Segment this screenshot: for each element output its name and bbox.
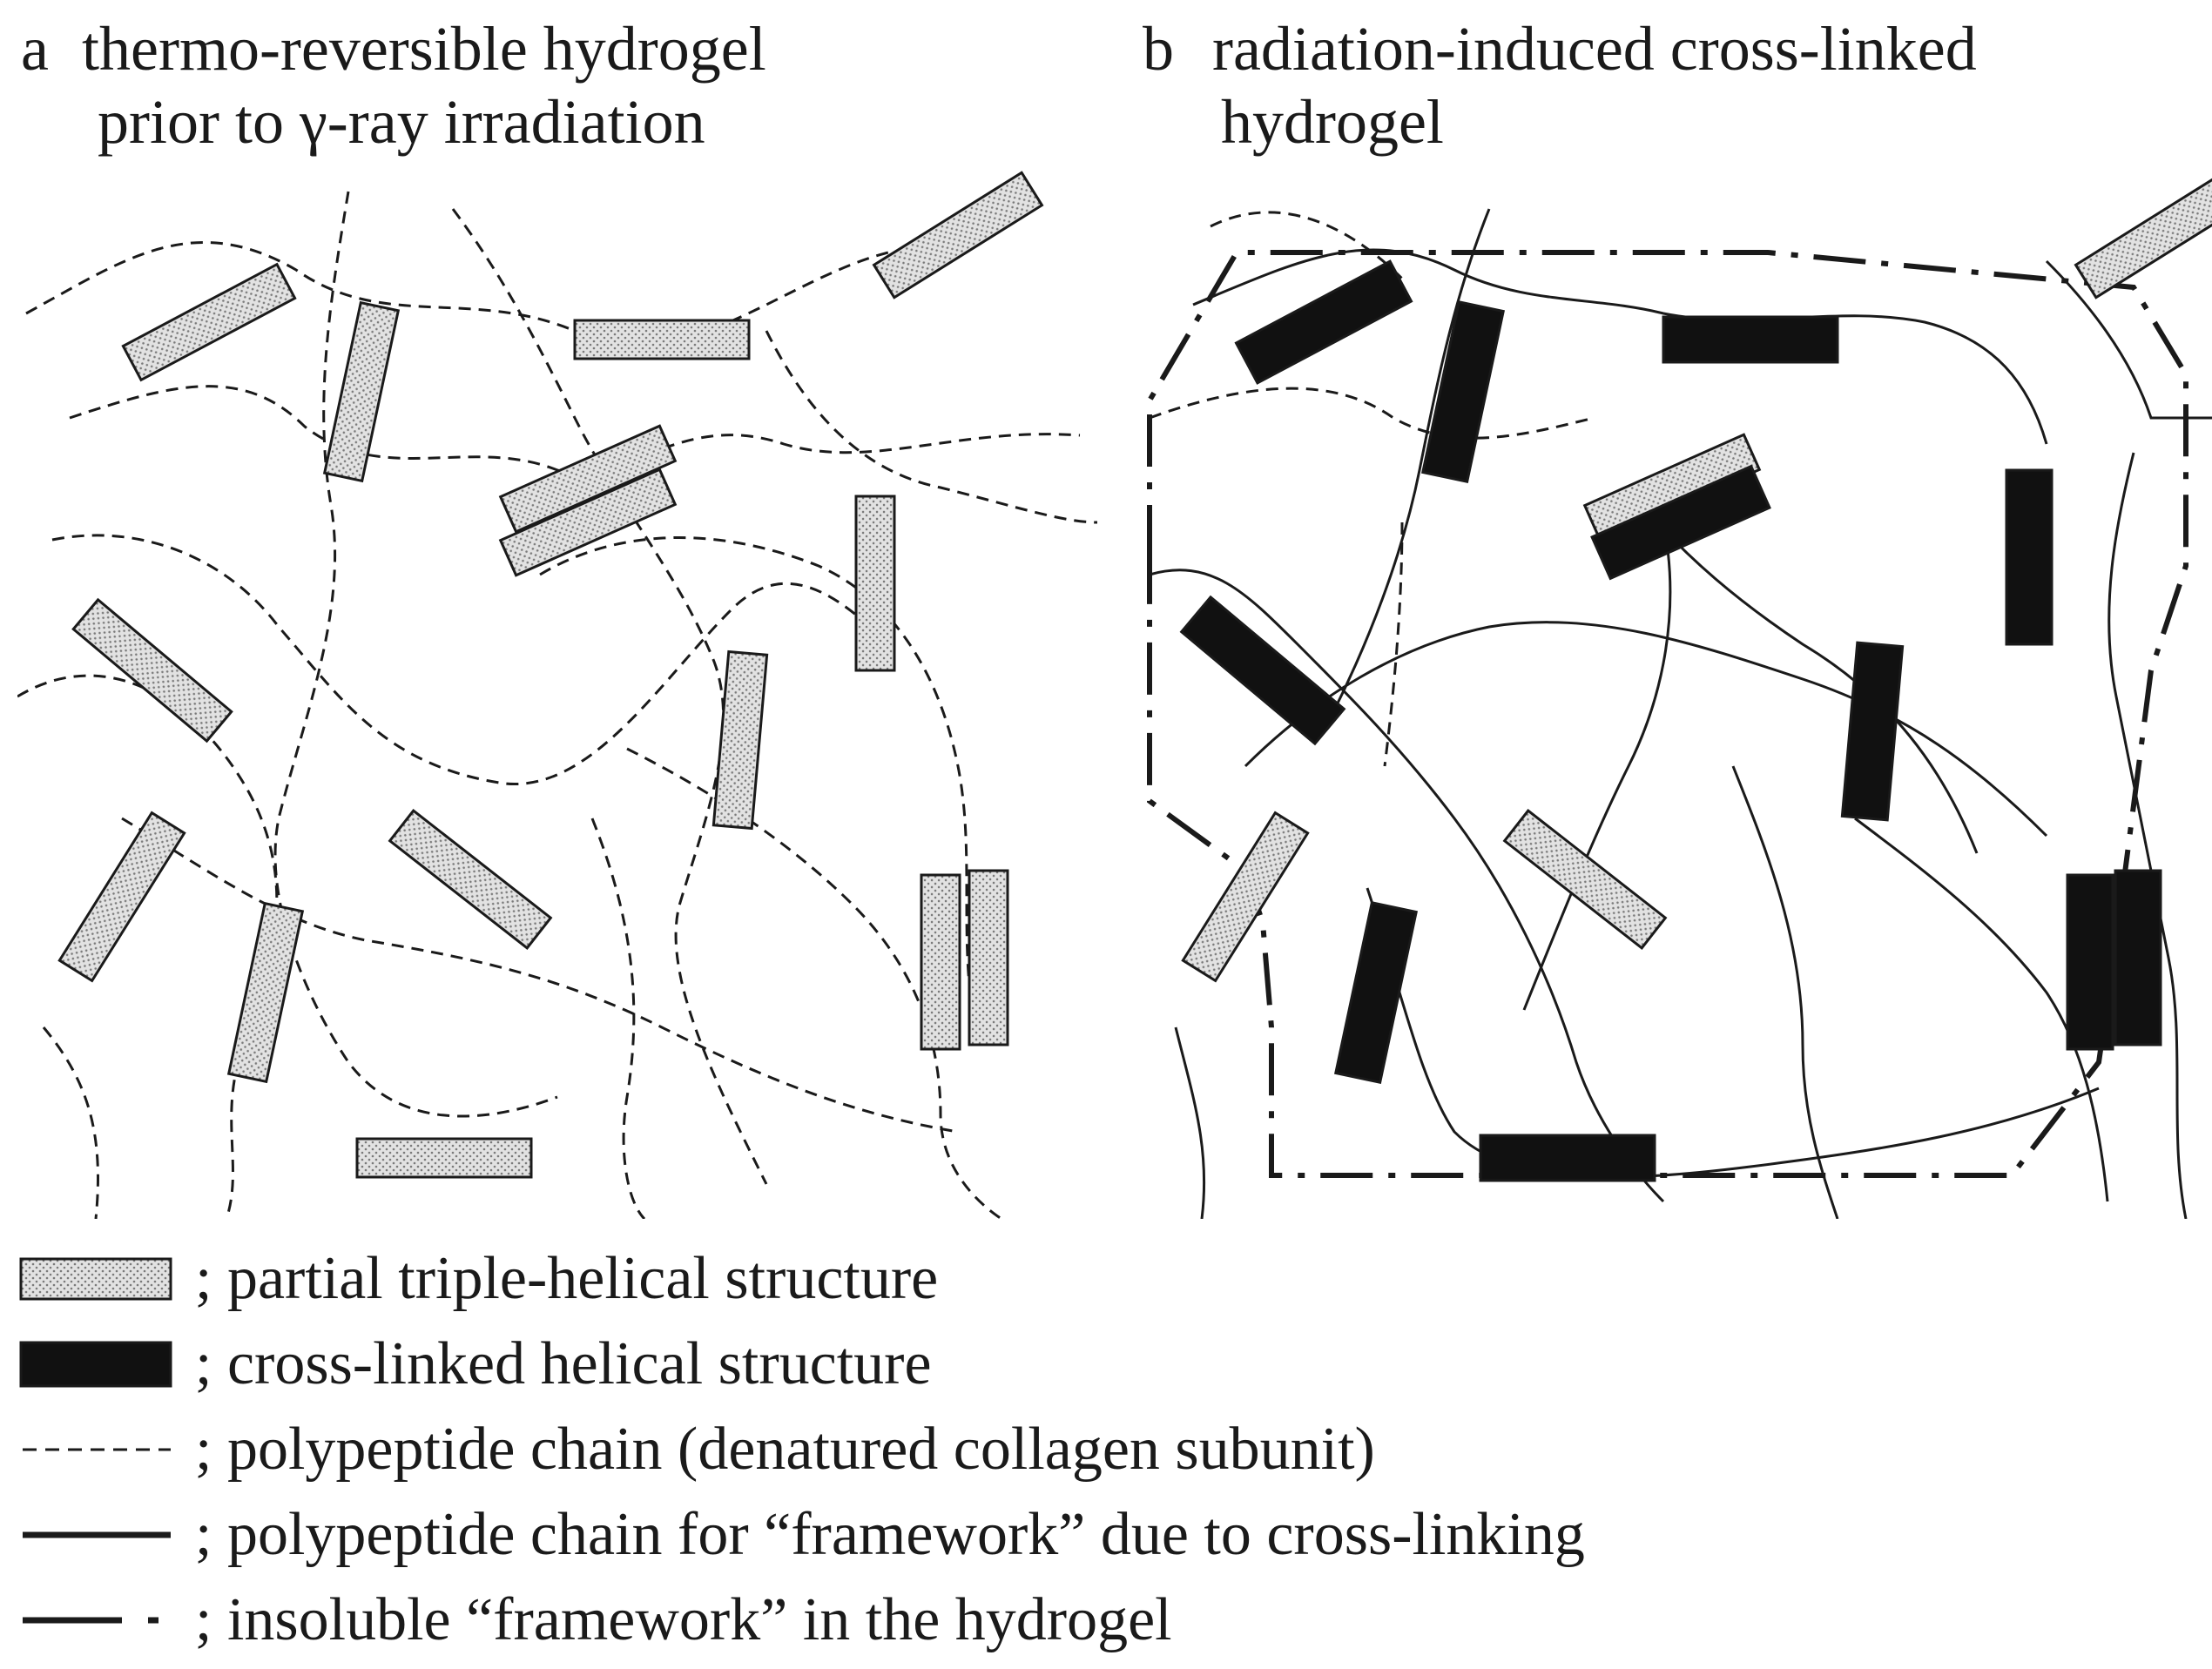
chain-a-4	[17, 674, 279, 1219]
chain-b-solid-4	[1366, 887, 2100, 1179]
chain-b-solid-11	[1854, 817, 2109, 1202]
legend-text: ; polypeptide chain (denatured collagen …	[195, 1416, 1375, 1483]
partial-helix-b-1	[2074, 171, 2212, 299]
panel-b-title-line1: radiation-induced cross-linked	[1212, 14, 1977, 84]
partial-helix-a-4	[872, 171, 1044, 299]
chain-a-12	[590, 818, 646, 1219]
legend-text: ; partial triple-helical structure	[195, 1245, 939, 1312]
cross-linked-helix-swatch	[19, 1341, 172, 1388]
chain-b-dashed-1	[1149, 387, 1595, 440]
partial-helix-a-7	[71, 597, 233, 744]
panel-b-title: b radiation-induced cross-linked hydrogel	[1143, 12, 1977, 158]
chain-b-solid-5	[1731, 765, 1839, 1219]
chain-a-1	[25, 241, 889, 347]
partial-helix-a-5	[498, 424, 678, 534]
chain-b-solid-2	[1149, 569, 1665, 1203]
legend-item: ; polypeptide chain (denatured collagen …	[17, 1407, 2020, 1492]
chain-a-11	[42, 1026, 99, 1219]
cross-linked-helix-b-8	[1333, 901, 1419, 1084]
partial-helix-a-1	[121, 262, 297, 382]
partial-helix-a-13	[920, 873, 961, 1051]
partial-helix-a-8	[854, 495, 896, 672]
chain-a-6	[451, 208, 768, 1185]
chain-a-7	[626, 747, 1002, 1219]
cross-linked-helix-b-1	[1234, 259, 1413, 385]
panel-a-network-diagram	[17, 171, 1097, 1219]
partial-helix-a-9	[711, 649, 769, 831]
panel-a-title-line1: thermo-reversible hydrogel	[82, 14, 766, 84]
cross-linked-helix-b-2	[1420, 300, 1506, 483]
chain-b-solid-3	[1244, 621, 2048, 838]
panel-b-title-line2: hydrogel	[1221, 87, 1444, 157]
partial-helix-a-2	[322, 300, 401, 483]
chain-b-solid-10	[2045, 259, 2212, 420]
legend-item: ; cross-linked helical structure	[17, 1322, 2020, 1407]
cross-linked-helix-b-10	[2114, 869, 2162, 1046]
partial-helix-a-12	[226, 901, 305, 1084]
chain-b-solid-12	[1174, 1026, 1206, 1219]
cross-linked-helix-b-11	[1479, 1134, 1656, 1182]
panel-b-network-diagram	[1147, 171, 2212, 1219]
cross-linked-helix-b-4	[1590, 464, 1771, 581]
chain-a-5	[273, 191, 558, 1118]
chain-b-solid-8	[1331, 208, 1491, 715]
cross-linked-helix-b-6	[2005, 468, 2054, 646]
legend-text: ; polypeptide chain for “framework” due …	[195, 1501, 1585, 1568]
panel-a-label: a	[21, 14, 49, 84]
partial-helix-b-3	[1502, 808, 1668, 951]
partial-helix-b-4	[1181, 811, 1310, 983]
legend-text: ; insoluble “framework” in the hydrogel	[195, 1586, 1172, 1653]
chain-b-solid-7	[2107, 452, 2188, 1219]
chain-a-9	[121, 817, 959, 1134]
panel-b-label: b	[1143, 14, 1174, 84]
chain-b-dashed-2	[1210, 211, 1404, 280]
dashed-line-swatch	[23, 1448, 171, 1451]
chain-b-dashed-3	[1383, 522, 1404, 767]
chain-b-solid-6	[1627, 487, 1979, 854]
dash-dot-line-swatch	[23, 1617, 158, 1624]
partial-helix-a-14	[968, 869, 1009, 1046]
panel-a-title-line2: prior to γ-ray irradiation	[98, 87, 705, 157]
cross-linked-helix-b-5	[1179, 595, 1346, 746]
panel-a-title: a thermo-reversible hydrogel prior to γ-r…	[21, 12, 766, 158]
partial-helix-a-10	[388, 808, 553, 951]
legend: ; partial triple-helical structure ; cro…	[17, 1236, 2020, 1663]
chain-a-2	[69, 385, 1081, 474]
legend-text: ; cross-linked helical structure	[195, 1330, 932, 1397]
partial-helix-swatch	[19, 1257, 172, 1301]
partial-helix-a-15	[355, 1137, 533, 1179]
cross-linked-helix-b-9	[2066, 873, 2114, 1051]
chain-a-8	[539, 536, 977, 1028]
solid-line-swatch	[23, 1531, 171, 1538]
chain-a-10	[765, 330, 1097, 524]
partial-helix-a-11	[57, 811, 186, 983]
cross-linked-helix-b-3	[1662, 315, 1839, 364]
partial-helix-a-6	[498, 468, 678, 577]
partial-helix-a-3	[573, 319, 751, 360]
chain-b-solid-9	[1522, 522, 1672, 1011]
cross-linked-helix-b-7	[1840, 641, 1905, 822]
chain-b-solid-1	[1192, 248, 2048, 445]
legend-item: ; insoluble “framework” in the hydrogel	[17, 1578, 2020, 1663]
legend-item: ; polypeptide chain for “framework” due …	[17, 1492, 2020, 1578]
legend-item: ; partial triple-helical structure	[17, 1236, 2020, 1322]
